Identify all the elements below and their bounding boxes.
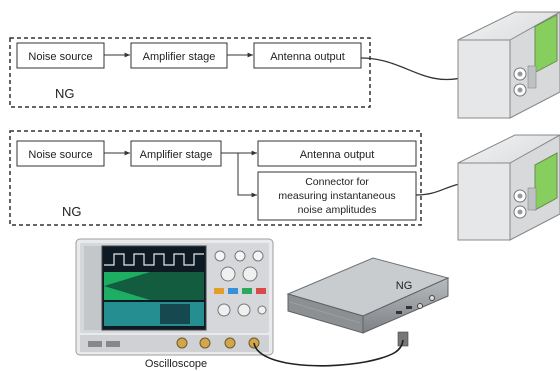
ng-label-2: NG	[62, 204, 82, 219]
noise-source-block-1	[16, 42, 105, 69]
antenna-output-block-1	[253, 42, 362, 69]
ng-photo-label: NG	[396, 280, 413, 292]
diagram-2: Noise source Amplifier stage Antenna out…	[9, 130, 471, 226]
connector-label-line-1: Connector for	[305, 176, 369, 188]
arrow-2c	[237, 153, 257, 198]
noise-source-label-2: Noise source	[28, 149, 92, 161]
antenna-output-label-1: Antenna output	[270, 51, 345, 63]
antenna-output-label-2: Antenna output	[300, 149, 375, 161]
amplifier-stage-block-1	[130, 42, 228, 69]
amplifier-stage-label-1: Amplifier stage	[143, 51, 216, 63]
ng-label-1: NG	[55, 86, 75, 101]
noise-source-label-1: Noise source	[28, 51, 92, 63]
amplifier-stage-label-2: Amplifier stage	[140, 149, 213, 161]
receiver-device-2	[457, 134, 560, 241]
connector-label-line-2: measuring instantaneous	[278, 190, 395, 202]
connector-label-line-3: noise amplitudes	[298, 204, 377, 216]
noise-source-block-2	[16, 140, 105, 167]
oscilloscope-controls	[214, 250, 267, 317]
ng-group-border-1	[9, 37, 371, 108]
antenna-output-block-2	[257, 140, 417, 167]
connector-block	[257, 171, 417, 221]
diagram-1: Noise source Amplifier stage Antenna out…	[9, 37, 469, 108]
receiver-device-1	[457, 11, 560, 119]
oscilloscope-image	[75, 238, 274, 356]
ng-device-image	[286, 257, 450, 347]
cable-1	[360, 57, 469, 81]
oscilloscope-ng-cable	[253, 339, 404, 367]
ng-group-border-2	[9, 130, 422, 226]
oscilloscope-label: Oscilloscope	[145, 358, 207, 370]
amplifier-stage-block-2	[130, 140, 222, 167]
